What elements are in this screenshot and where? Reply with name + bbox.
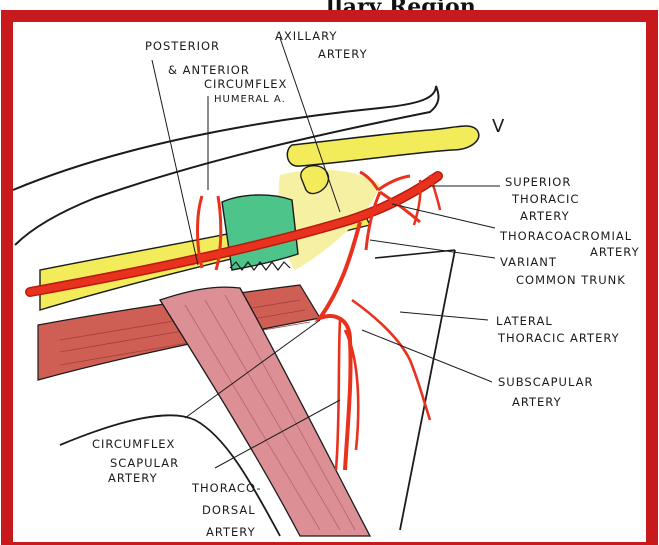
lower-outline-right xyxy=(400,250,455,530)
label-scapular-artery: ARTERY xyxy=(108,471,158,485)
leader-posterior xyxy=(152,60,198,265)
label-lateral-thoracic-artery: THORACIC ARTERY xyxy=(497,331,620,345)
label-humeral-a: HUMERAL A. xyxy=(214,94,286,105)
leader-lateral-thoracic xyxy=(400,312,488,320)
label-v-mark: V xyxy=(492,116,505,137)
label-scapular: SCAPULAR xyxy=(110,456,179,470)
label-circumflex-scapular: CIRCUMFLEX xyxy=(92,437,175,451)
label-superior: SUPERIOR xyxy=(505,175,571,189)
label-subscapular-artery: ARTERY xyxy=(512,395,562,409)
label-superior-thoracic: THORACIC xyxy=(511,192,579,206)
label-circumflex: CIRCUMFLEX xyxy=(204,77,287,91)
label-thoracoacromial-artery: ARTERY xyxy=(590,245,640,259)
label-superior-artery: ARTERY xyxy=(520,209,570,223)
label-posterior: POSTERIOR xyxy=(145,39,220,53)
leader-thoracoacromial xyxy=(392,204,495,228)
label-variant: VARIANT xyxy=(500,255,557,269)
label-and-anterior: & ANTERIOR xyxy=(168,63,250,77)
label-dorsal: DORSAL xyxy=(202,503,256,517)
label-subscapular: SUBSCAPULAR xyxy=(498,375,593,389)
label-thoraco: THORACO- xyxy=(191,481,261,495)
label-common-trunk: COMMON TRUNK xyxy=(516,273,626,287)
serratus-border xyxy=(375,250,455,258)
label-lateral: LATERAL xyxy=(496,314,553,328)
clavicle xyxy=(287,126,479,166)
label-axillary: AXILLARY xyxy=(275,29,337,43)
leader-variant-trunk xyxy=(370,240,495,258)
label-thoracodorsal-artery: ARTERY xyxy=(206,525,256,539)
label-axillary-artery: ARTERY xyxy=(318,47,368,61)
lateral-thoracic-artery xyxy=(352,300,430,420)
label-thoracoacromial: THORACOACROMIAL xyxy=(499,229,632,243)
leader-subscapular xyxy=(362,330,492,382)
